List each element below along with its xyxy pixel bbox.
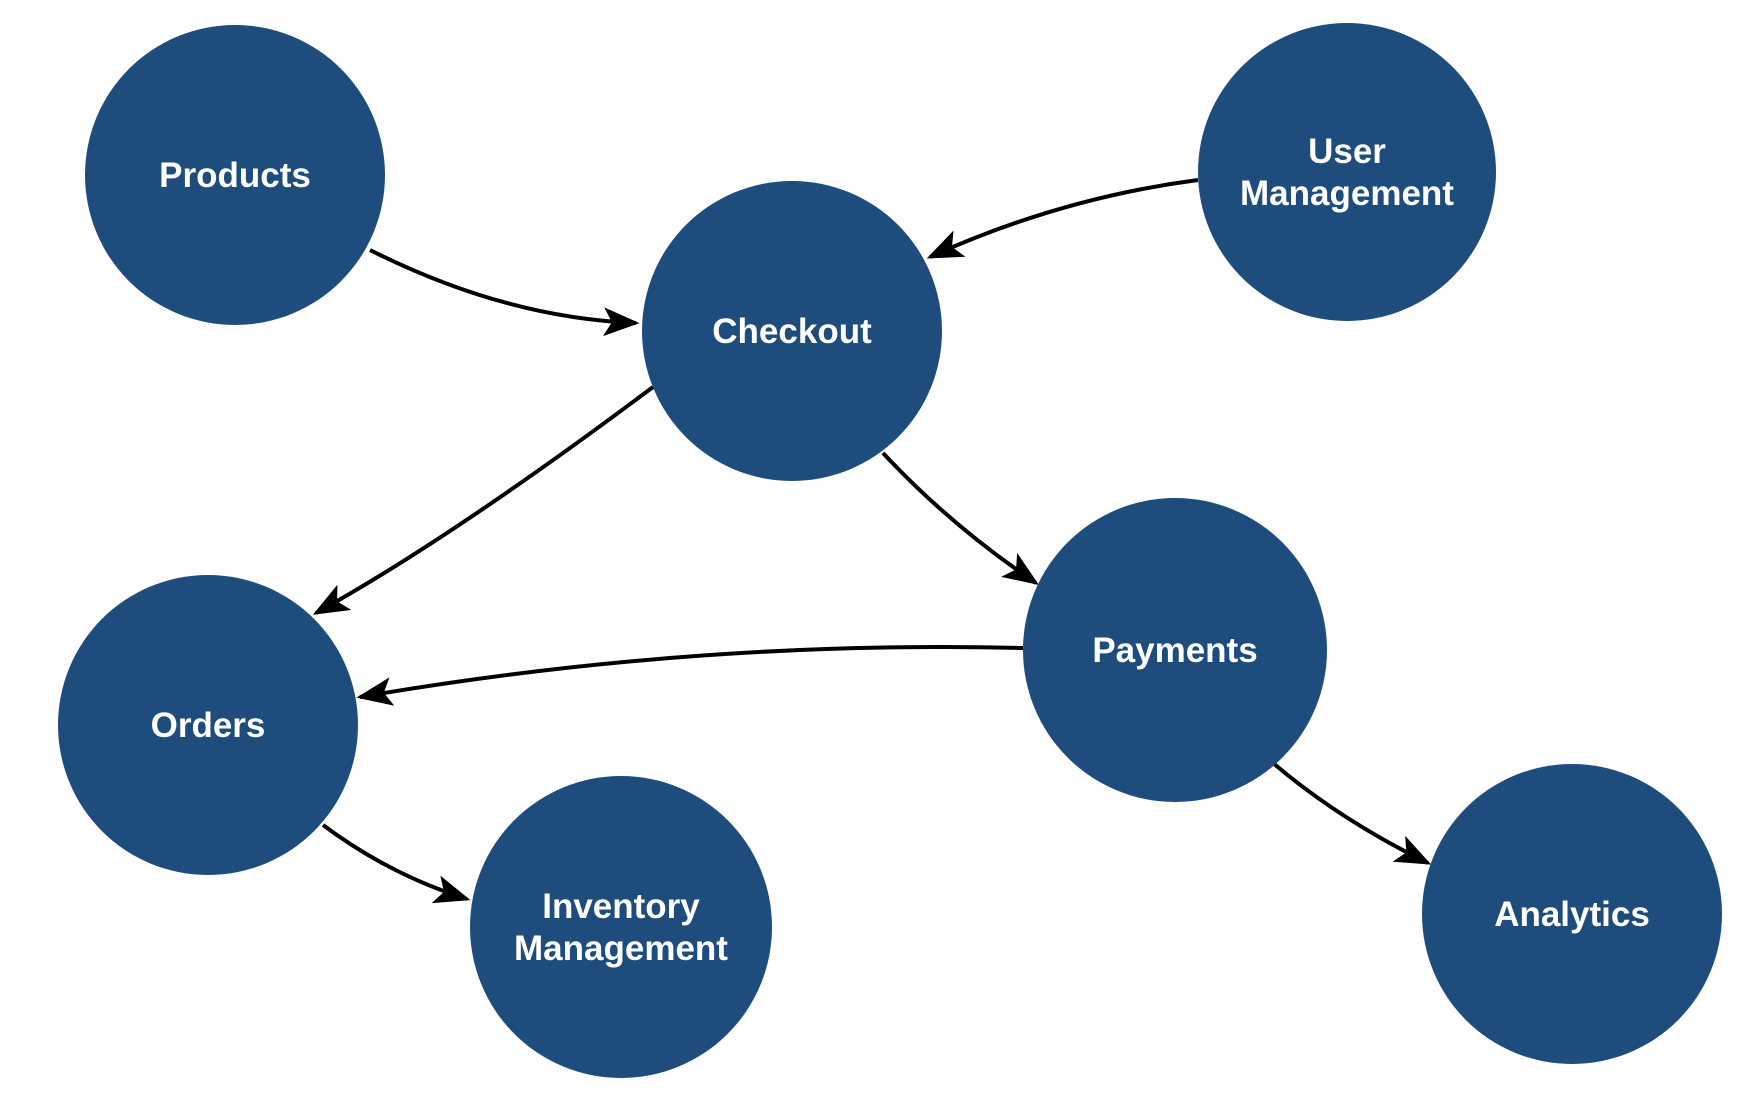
edge-checkout-to-orders[interactable] bbox=[312, 385, 655, 615]
edge-orders-to-inventory-management[interactable] bbox=[321, 823, 471, 904]
node-orders[interactable]: Orders bbox=[58, 575, 358, 875]
edge-payments-to-analytics[interactable] bbox=[1271, 761, 1432, 865]
node-inventory-management-circle[interactable] bbox=[470, 776, 772, 1078]
node-payments[interactable]: Payments bbox=[1023, 498, 1327, 802]
node-products-circle[interactable] bbox=[85, 25, 385, 325]
edges-layer bbox=[312, 178, 1432, 904]
edge-user-management-to-checkout[interactable] bbox=[926, 178, 1199, 259]
node-user-management-circle[interactable] bbox=[1198, 23, 1496, 321]
edge-payments-to-orders[interactable] bbox=[356, 645, 1024, 706]
node-orders-circle[interactable] bbox=[58, 575, 358, 875]
edge-products-to-checkout[interactable] bbox=[369, 248, 640, 337]
node-analytics-circle[interactable] bbox=[1422, 764, 1722, 1064]
node-products[interactable]: Products bbox=[85, 25, 385, 325]
edge-checkout-to-payments[interactable] bbox=[881, 451, 1039, 586]
node-checkout[interactable]: Checkout bbox=[642, 181, 942, 481]
node-payments-circle[interactable] bbox=[1023, 498, 1327, 802]
node-analytics[interactable]: Analytics bbox=[1422, 764, 1722, 1064]
node-checkout-circle[interactable] bbox=[642, 181, 942, 481]
